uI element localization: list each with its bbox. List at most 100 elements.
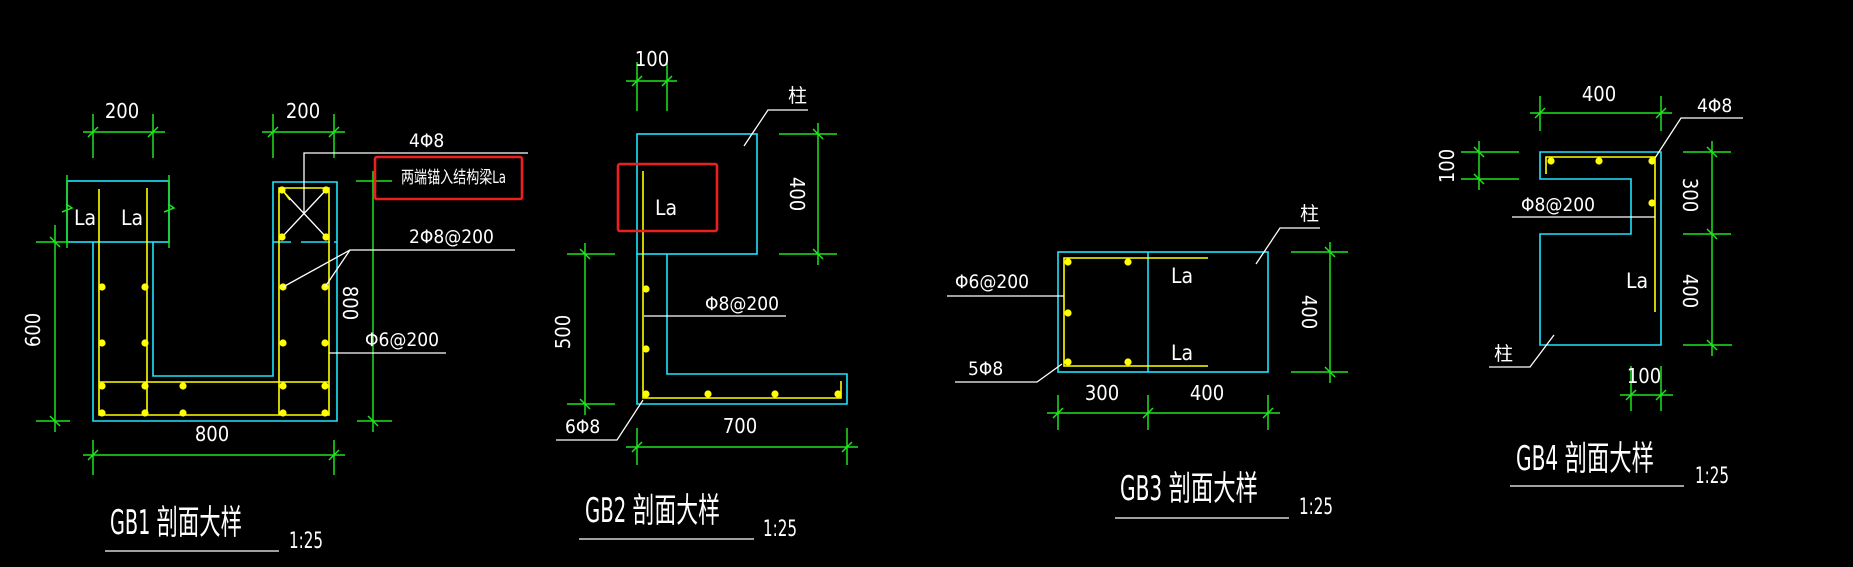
gb3-dim-bottom-left: 300 [1085,381,1119,405]
gb1-stirrup-label: Φ6@200 [365,329,439,351]
gb4-column-leader [1489,334,1555,368]
rebar-dot [98,382,106,390]
rebar-dot [279,409,287,417]
gb1-dim-left: 600 [21,313,45,347]
gb2-rebar-dots [642,285,842,398]
gb1-section: 200 200 600 800 800 La La 4Φ8 两端锚入结构梁La … [21,99,528,554]
gb2-section: 100 400 500 700 柱 La Φ8@200 6Φ8 GB2 剖面大样… [551,47,858,542]
gb1-concrete-outline [92,181,338,422]
rebar-dot [1064,358,1072,366]
gb1-la-right: La [121,206,143,230]
gb3-dimensions [1047,242,1348,430]
rebar-dot [141,382,149,390]
gb1-rebar-mid-label: 2Φ8@200 [409,226,494,248]
gb1-leader-mid [282,249,515,288]
rebar-dot [278,233,286,241]
rebar-dot [279,382,287,390]
rebar-dot [642,390,650,398]
gb4-la: La [1626,269,1648,293]
gb2-la: La [655,196,677,220]
rebar-dot [322,233,330,241]
gb3-la-top: La [1171,264,1193,288]
gb3-rebar [1063,257,1208,367]
gb2-column-label: 柱 [788,85,807,107]
rebar-dot [1648,199,1656,207]
gb4-rebar-leader [1654,117,1743,159]
rebar-dot [642,285,650,293]
rebar-dot [1124,358,1132,366]
gb4-column-label: 柱 [1494,343,1513,365]
rebar-dot [321,382,329,390]
rebar-dot [322,186,330,194]
gb4-title: GB4 剖面大样 [1516,439,1654,479]
rebar-dot [179,409,187,417]
gb2-stirrup-label: Φ8@200 [705,293,779,315]
gb4-dim-left: 100 [1435,149,1459,183]
gb1-leader-top [303,152,528,214]
rebar-dot [278,186,286,194]
gb2-dim-bottom: 700 [723,414,757,438]
gb4-dim-top: 400 [1582,82,1616,106]
gb1-highlight-box [373,155,524,201]
gb1-la-left: La [74,206,96,230]
gb1-rebar-dots [98,186,330,417]
gb4-rebar-dots [1547,157,1656,207]
gb1-dim-top-left: 200 [105,99,139,123]
gb2-column-outline [636,133,758,255]
gb4-concrete-outline [1539,151,1662,346]
rebar-dot [834,390,842,398]
rebar-dot [279,339,287,347]
gb4-stirrup-label: Φ8@200 [1521,194,1595,216]
gb1-dim-bottom: 800 [195,422,229,446]
rebar-dot [98,409,106,417]
gb1-dim-right: 800 [338,286,362,320]
gb2-rebar-label: 6Φ8 [565,416,600,438]
gb2-scale: 1:25 [763,517,797,542]
rebar-dot [321,339,329,347]
rebar-dot [141,339,149,347]
rebar-dot [771,390,779,398]
gb3-rebar-dots [1064,258,1132,366]
gb4-dim-right-bottom: 400 [1678,274,1702,308]
gb3-rebar-leader [955,363,1063,383]
gb2-rebar [642,171,842,399]
gb3-scale: 1:25 [1299,495,1333,520]
rebar-dot [1124,258,1132,266]
gb1-scale: 1:25 [289,529,323,554]
gb4-rebar [1545,156,1656,312]
gb2-rebar-leader [556,399,644,441]
gb2-concrete-outline [636,254,848,405]
gb1-title: GB1 剖面大样 [110,503,242,543]
rebar-dot [1547,157,1555,165]
gb3-title: GB3 剖面大样 [1120,469,1258,509]
gb3-column-leader [1255,227,1320,265]
gb3-dim-bottom-right: 400 [1190,381,1224,405]
gb3-concrete-outline [1057,251,1269,373]
gb4-scale: 1:25 [1695,464,1729,489]
gb3-la-bottom: La [1171,341,1193,365]
rebar-dot [98,339,106,347]
gb2-dimensions [567,62,858,465]
gb2-dim-left: 500 [551,315,575,349]
rebar-dot [704,390,712,398]
gb2-dim-top: 100 [635,47,669,71]
rebar-dot [642,345,650,353]
gb2-dim-right: 400 [785,177,809,211]
gb4-rebar-label: 4Φ8 [1697,95,1732,117]
gb3-section: La La Φ6@200 5Φ8 柱 400 300 400 GB3 剖面大样 … [947,203,1348,520]
gb4-section: 4Φ8 Φ8@200 La 柱 400 100 300 400 100 GB4 … [1435,82,1743,489]
rebar-dot [179,382,187,390]
rebar-dot [1595,157,1603,165]
gb4-dim-bottom: 100 [1627,364,1661,388]
rebar-dot [321,409,329,417]
rebar-dot [1064,258,1072,266]
gb4-dim-right-top: 300 [1678,178,1702,212]
gb2-highlight-box [616,162,719,233]
gb3-column-label: 柱 [1300,203,1319,225]
rebar-dot [1064,309,1072,317]
rebar-dot [141,283,149,291]
rebar-dot [1648,157,1656,165]
gb4-dimensions [1461,96,1732,411]
gb2-column-leader [743,109,808,147]
